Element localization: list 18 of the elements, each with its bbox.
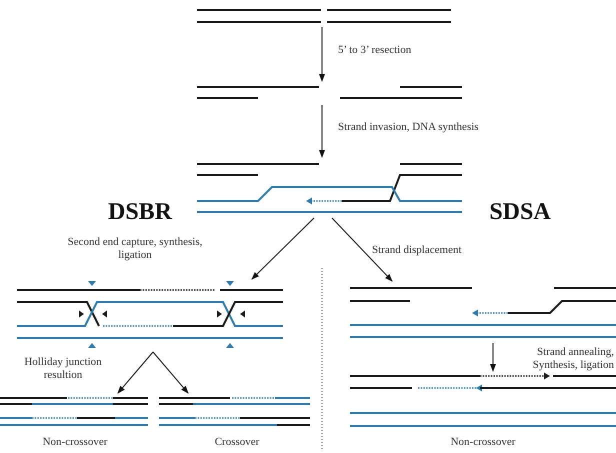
edge-label: Strand invasion, DNA synthesis <box>338 121 480 134</box>
step-label: Holliday junction resultion <box>23 356 103 382</box>
arrow <box>152 352 189 394</box>
arrow <box>332 218 393 282</box>
outcome-label: Non-crossover <box>42 436 108 449</box>
edge-label: Strand annealing, Synthesis, ligation <box>532 346 614 372</box>
arrow <box>319 26 325 82</box>
arrow <box>117 352 154 394</box>
arrow <box>319 104 325 158</box>
edge-label: Strand displacement <box>372 244 463 257</box>
edge-label: Second end capture, synthesis, ligation <box>66 236 204 262</box>
pathway-heading: SDSA <box>488 198 552 226</box>
edge-label: 5’ to 3’ resection <box>338 44 412 57</box>
pathway-heading: DSBR <box>106 198 174 226</box>
outcome-label: Non-crossover <box>450 436 516 449</box>
arrow <box>251 218 314 280</box>
outcome-label: Crossover <box>214 436 260 449</box>
arrow <box>490 342 496 372</box>
